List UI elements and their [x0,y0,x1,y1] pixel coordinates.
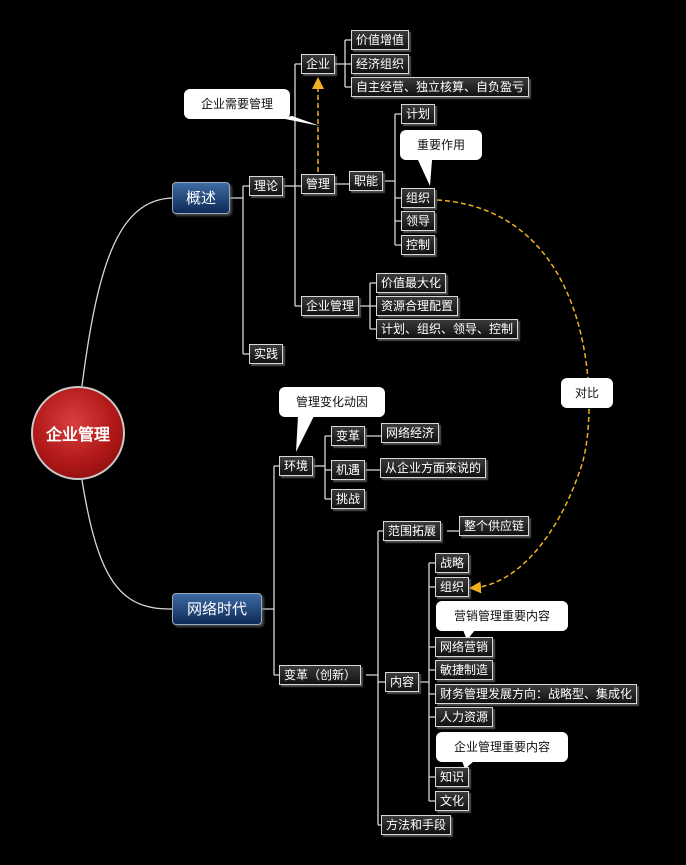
node-network-economy[interactable]: 网络经济 [381,423,440,443]
node-management[interactable]: 管理 [301,174,336,194]
node-resource-alloc[interactable]: 资源合理配置 [376,296,459,316]
node-network-marketing[interactable]: 网络营销 [435,637,494,657]
node-finance-direction[interactable]: 财务管理发展方向：战略型、集成化 [435,684,638,704]
node-from-enterprise[interactable]: 从企业方面来说的 [380,458,487,478]
callout-marketing-important[interactable]: 营销管理重要内容 [436,601,568,631]
node-organization2[interactable]: 组织 [435,577,470,597]
node-value-max[interactable]: 价值最大化 [376,273,447,293]
node-culture[interactable]: 文化 [435,791,470,811]
node-knowledge[interactable]: 知识 [435,767,470,787]
node-enterprise[interactable]: 企业 [301,54,336,74]
node-agile-mfg[interactable]: 敏捷制造 [435,660,494,680]
node-economic-org[interactable]: 经济组织 [351,54,410,74]
node-environment[interactable]: 环境 [279,456,314,476]
node-change[interactable]: 变革 [331,426,366,446]
node-scope-expand[interactable]: 范围拓展 [383,521,442,541]
node-challenge[interactable]: 挑战 [331,489,366,509]
node-hr[interactable]: 人力资源 [435,707,494,727]
node-functions[interactable]: 职能 [349,171,384,191]
node-ent-management[interactable]: 企业管理 [301,296,360,316]
node-organize[interactable]: 组织 [401,188,436,208]
node-plan[interactable]: 计划 [401,104,436,124]
node-strategy[interactable]: 战略 [435,553,470,573]
node-opportunity[interactable]: 机遇 [331,460,366,480]
callout-contrast[interactable]: 对比 [561,378,613,408]
callout-change-motive[interactable]: 管理变化动因 [279,387,385,417]
callout-need-management[interactable]: 企业需要管理 [184,89,290,119]
branch-overview[interactable]: 概述 [172,182,230,214]
node-lead[interactable]: 领导 [401,211,436,231]
node-change-innovation[interactable]: 变革（创新） [279,665,362,685]
node-theory[interactable]: 理论 [249,176,284,196]
callout-ent-mgmt-important[interactable]: 企业管理重要内容 [436,732,568,762]
node-content[interactable]: 内容 [385,672,420,692]
node-supply-chain[interactable]: 整个供应链 [459,516,530,536]
node-methods[interactable]: 方法和手段 [381,815,452,835]
node-plan-org-lead-control[interactable]: 计划、组织、领导、控制 [376,319,519,339]
root-node[interactable]: 企业管理 [31,386,125,480]
node-autonomy[interactable]: 自主经营、独立核算、自负盈亏 [351,77,530,97]
node-control[interactable]: 控制 [401,235,436,255]
callout-important-role[interactable]: 重要作用 [400,130,482,160]
node-value-increase[interactable]: 价值增值 [351,30,410,50]
branch-network-era[interactable]: 网络时代 [172,593,262,625]
node-practice[interactable]: 实践 [249,344,284,364]
